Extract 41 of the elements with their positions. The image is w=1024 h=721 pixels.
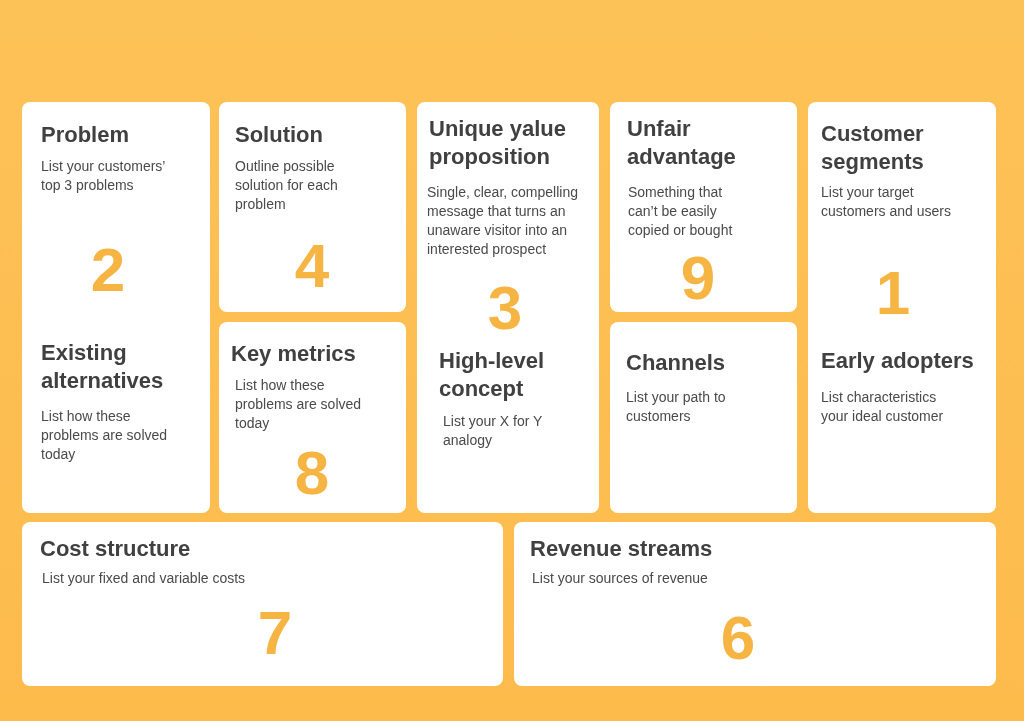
step-number: 9: [679, 247, 717, 309]
canvas-card: [219, 102, 406, 312]
section-heading: Customer segments: [821, 120, 925, 176]
section-description: List how these problems are solved today: [41, 407, 169, 464]
step-number: 8: [293, 442, 331, 504]
step-number: 4: [293, 235, 331, 297]
section-heading: Cost structure: [40, 535, 192, 563]
section-description: List how these problems are solved today: [235, 376, 363, 433]
canvas-card: [514, 522, 996, 686]
step-number: 2: [89, 239, 127, 301]
section-heading: Unique yalue proposition: [429, 115, 567, 171]
section-description: List your target customers and users: [821, 183, 952, 221]
section-description: Outline possible solution for each problem: [235, 157, 339, 214]
section-description: List characteristics your ideal customer: [821, 388, 945, 426]
canvas-card: [417, 102, 599, 513]
section-heading: Channels: [626, 349, 727, 377]
step-number: 1: [874, 262, 912, 324]
step-number: 7: [256, 602, 294, 664]
section-description: List your fixed and variable costs: [42, 569, 247, 588]
canvas-card: [808, 102, 996, 513]
section-heading: Problem: [41, 121, 131, 149]
canvas-card: [610, 322, 797, 513]
step-number: 3: [486, 277, 524, 339]
section-heading: Revenue streams: [530, 535, 714, 563]
section-heading: High-level concept: [439, 347, 546, 403]
section-description: List your customers’ top 3 problems: [41, 157, 166, 195]
canvas-card: [610, 102, 797, 312]
section-heading: Unfair advantage: [627, 115, 737, 171]
section-description: List your sources of revenue: [532, 569, 709, 588]
section-heading: Early adopters: [821, 347, 975, 375]
section-description: Single, clear, compelling message that turns an unaware visitor into an interested prospect: [427, 183, 579, 259]
section-heading: Existing alternatives: [41, 339, 165, 395]
canvas-card: [22, 522, 503, 686]
section-description: List your path to customers: [626, 388, 727, 426]
section-description: Something that can’t be easily copied or bought: [628, 183, 734, 240]
section-heading: Solution: [235, 121, 324, 149]
step-number: 6: [719, 607, 757, 669]
canvas-card: [219, 322, 406, 513]
canvas-card: [22, 102, 210, 513]
section-description: List your X for Y analogy: [443, 412, 544, 450]
section-heading: Key metrics: [231, 340, 357, 368]
